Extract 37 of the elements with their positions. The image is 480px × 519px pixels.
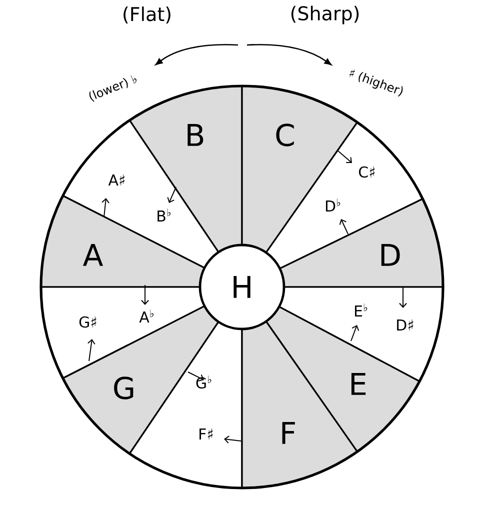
note-label: E [351,373,366,395]
arrow [399,286,407,308]
note-label: F♯ [200,428,213,440]
direction-label: (Sharp) [291,6,359,24]
circle-sector [62,120,220,269]
note-label: A [82,244,104,266]
arrow [188,372,204,382]
arrow [167,186,176,203]
circle-sector [265,122,424,270]
arrow [350,325,360,342]
arrow [339,219,348,234]
note-label: A$^{♭}$ [139,310,154,322]
note-label: F [282,422,295,444]
circle-sector [241,85,358,254]
circle-sector [278,198,444,288]
note-label: C♯ [358,166,375,178]
circle-sector [265,306,420,452]
note-label: D$^{♭}$ [326,198,340,212]
note-label: D [381,244,400,266]
note-label: G$^{♭}$ [196,375,212,389]
note-label: G♯ [79,316,96,328]
arrow [102,198,110,218]
note-label: A♯ [108,174,124,186]
arrow [141,284,149,305]
note-label: D♯ [397,320,414,330]
note-label: E$^{♭}$ [355,304,368,316]
circle-sector [62,305,220,454]
circle-sector [40,194,206,288]
arrow [336,150,352,164]
note-label: B [188,124,204,146]
note-label: C [276,124,294,146]
arrow [224,436,242,444]
note-label: B$^{♭}$ [158,208,171,222]
circle-sector [128,85,243,253]
direction-label: (Flat) [124,6,170,24]
arrow [87,339,96,362]
note-label: G [114,376,134,400]
